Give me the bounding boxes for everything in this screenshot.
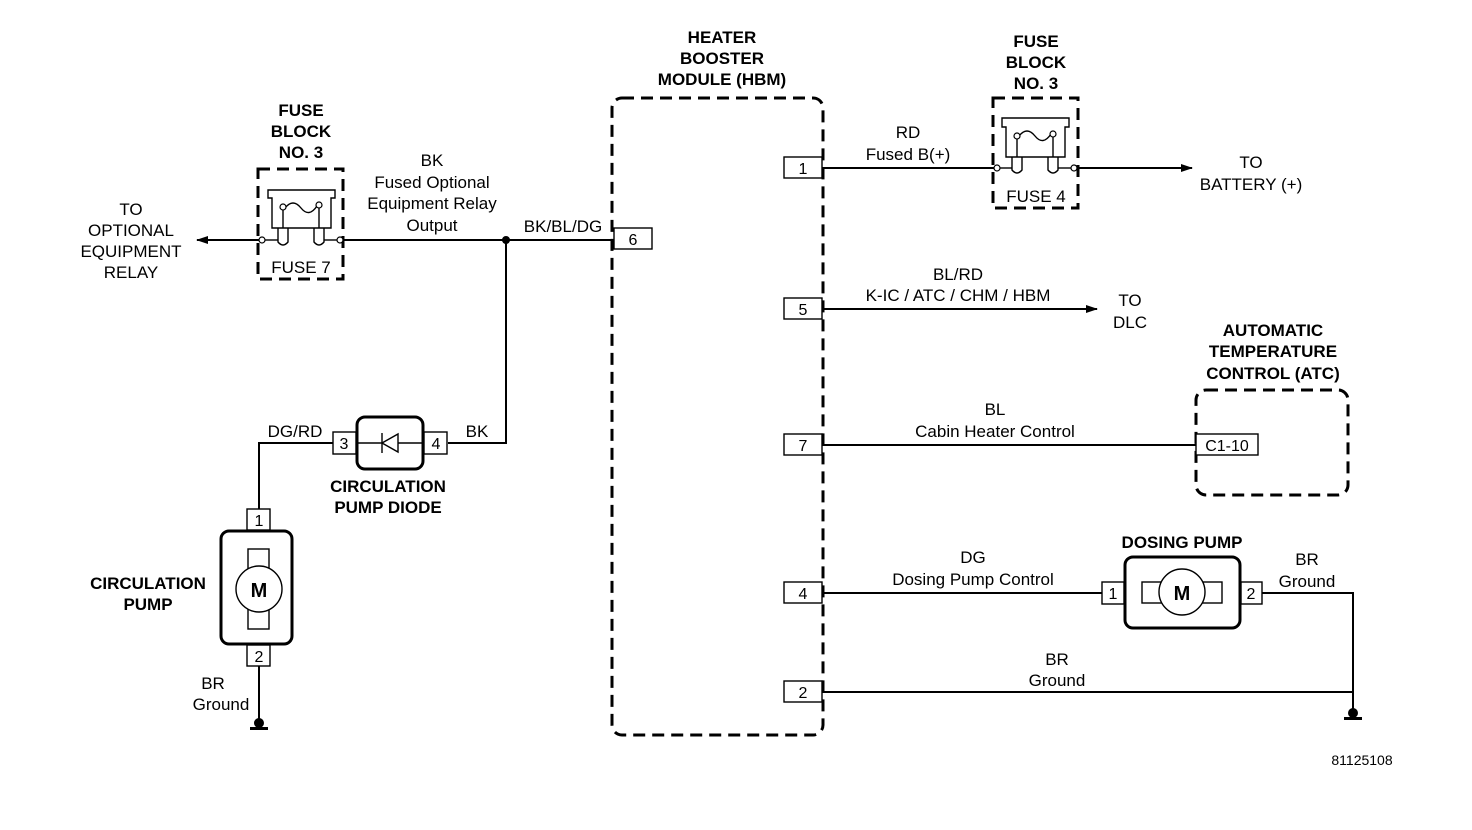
dest-relay-line4: RELAY <box>104 263 159 282</box>
hbm-pin-6[interactable] <box>613 227 653 250</box>
dosing-ground-desc: Ground <box>1279 572 1336 591</box>
dest-relay-line3: EQUIPMENT <box>80 242 181 261</box>
diode-pin-3-label: 3 <box>340 436 349 453</box>
wire-diode-out-color: DG/RD <box>268 422 323 441</box>
dest-relay-line1: TO <box>119 200 142 219</box>
wire-dg-rd[interactable] <box>258 442 333 510</box>
dosing-pump: DOSING PUMP M 1 2 <box>1101 533 1263 630</box>
automatic-temperature-control: AUTOMATIC TEMPERATURE CONTROL (ATC) C1-1… <box>1194 321 1350 497</box>
circ-pump-title-line2: PUMP <box>123 595 172 614</box>
wire-hbm1-desc: Fused B(+) <box>866 145 951 164</box>
hbm-pin-2-label: 2 <box>799 685 808 702</box>
hbm-pin-4-label: 4 <box>799 586 808 603</box>
ground-icon <box>250 718 268 730</box>
atc-title-line2: TEMPERATURE <box>1209 342 1337 361</box>
circ-ground-color: BR <box>201 674 225 693</box>
ground-icon <box>1344 708 1362 720</box>
fuse-block-right-title-line3: NO. 3 <box>1014 74 1058 93</box>
hbm-pin-5-label: 5 <box>799 302 808 319</box>
diode-title-line2: PUMP DIODE <box>334 498 441 517</box>
hbm-outline <box>610 96 825 737</box>
wire-hbm2-desc: Ground <box>1029 671 1086 690</box>
dest-battery-line1: TO <box>1239 153 1262 172</box>
fuse-4-label: FUSE 4 <box>1006 187 1066 206</box>
dosing-ground-color: BR <box>1295 550 1319 569</box>
diode-title-line1: CIRCULATION <box>330 477 446 496</box>
circ-pump-pin-2-label: 2 <box>255 649 264 666</box>
circ-ground-desc: Ground <box>193 695 250 714</box>
wire-bk-color: BK <box>421 151 444 170</box>
diode-icon <box>357 432 423 454</box>
fuse-7-label: FUSE 7 <box>271 258 331 277</box>
dest-battery-line2: BATTERY (+) <box>1200 175 1303 194</box>
wire-bk-to-diode[interactable] <box>448 240 507 444</box>
hbm-pin-6-label: 6 <box>629 232 638 249</box>
wire-hbm5-color: BL/RD <box>933 265 983 284</box>
destination-optional-relay: TO OPTIONAL EQUIPMENT RELAY <box>80 200 181 282</box>
wire-diode-in-color: BK <box>466 422 489 441</box>
fuse-block-left: FUSE BLOCK NO. 3 FUSE 7 <box>256 101 345 281</box>
hbm-title-line3: MODULE (HBM) <box>658 70 786 89</box>
hbm-pin-1-label: 1 <box>799 161 808 178</box>
atc-title-line3: CONTROL (ATC) <box>1206 364 1339 383</box>
diode-pin-4[interactable] <box>423 431 448 455</box>
wire-hbm5-desc: K-IC / ATC / CHM / HBM <box>866 286 1051 305</box>
wire-hbm6-color: BK/BL/DG <box>524 217 602 236</box>
fuse-block-right: FUSE BLOCK NO. 3 FUSE 4 <box>991 32 1080 210</box>
heater-booster-module: HEATER BOOSTER MODULE (HBM) 1 6 5 7 4 2 <box>610 28 825 737</box>
wire-bk-desc-line1: Fused Optional <box>374 173 489 192</box>
fuse-block-left-title-line1: FUSE <box>278 101 323 120</box>
fuse-block-right-outline <box>991 96 1080 210</box>
wire-hbm7-desc: Cabin Heater Control <box>915 422 1075 441</box>
circ-pump-motor-label: M <box>251 580 268 602</box>
dosing-pump-title: DOSING PUMP <box>1122 533 1243 552</box>
fuse-block-left-title-line3: NO. 3 <box>279 143 323 162</box>
hbm-title-line2: BOOSTER <box>680 49 764 68</box>
motor-icon <box>1141 568 1223 616</box>
dosing-pump-pin-1-label: 1 <box>1109 586 1118 603</box>
atc-connector-label: C1-10 <box>1205 438 1249 455</box>
wire-bk-desc-line3: Output <box>406 216 457 235</box>
wire-bk-desc-line2: Equipment Relay <box>367 194 497 213</box>
fuse-block-right-title-line2: BLOCK <box>1006 53 1067 72</box>
fuse-4-icon <box>993 117 1078 174</box>
dest-dlc-line2: DLC <box>1113 313 1147 332</box>
dest-dlc-line1: TO <box>1118 291 1141 310</box>
wire-hbm4-desc: Dosing Pump Control <box>892 570 1054 589</box>
circ-pump-pin-1-label: 1 <box>255 513 264 530</box>
fuse-block-right-title-line1: FUSE <box>1013 32 1058 51</box>
fuse-7-icon <box>258 189 344 246</box>
atc-connector-c1-10[interactable] <box>1195 433 1259 456</box>
wire-dosing-ground[interactable] <box>1262 592 1354 710</box>
wire-hbm7-color: BL <box>985 400 1006 419</box>
wire-hbm4-color: DG <box>960 548 986 567</box>
fuse-block-left-title-line2: BLOCK <box>271 122 332 141</box>
circulation-pump-diode: 3 4 CIRCULATION PUMP DIODE <box>330 415 448 517</box>
dest-relay-line2: OPTIONAL <box>88 221 174 240</box>
hbm-pin-7-label: 7 <box>799 438 808 455</box>
dosing-pump-pin-2-label: 2 <box>1247 586 1256 603</box>
figure-id: 81125108 <box>1331 752 1392 768</box>
hbm-title-line1: HEATER <box>688 28 757 47</box>
dosing-pump-pin-1[interactable] <box>1101 581 1125 605</box>
wire-hbm1-color: RD <box>896 123 921 142</box>
wire-hbm2-color: BR <box>1045 650 1069 669</box>
dosing-pump-motor-label: M <box>1174 583 1191 605</box>
motor-icon <box>235 548 283 630</box>
diode-pin-4-label: 4 <box>432 436 441 453</box>
circ-pump-title-line1: CIRCULATION <box>90 574 206 593</box>
fuse-block-left-outline <box>256 167 345 281</box>
atc-title-line1: AUTOMATIC <box>1223 321 1323 340</box>
circulation-pump: 1 M 2 CIRCULATION PUMP <box>90 508 294 667</box>
